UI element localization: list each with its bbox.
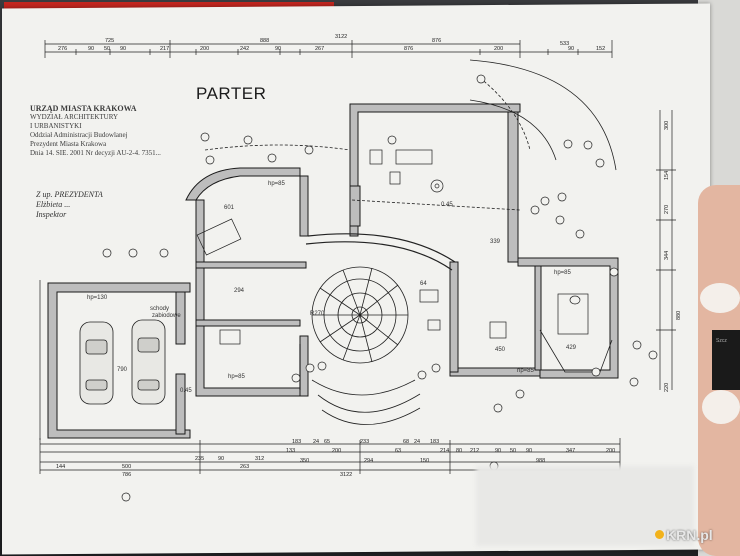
dim-294: 294 [364,458,373,464]
room-label: hp=85 [517,368,535,374]
dim-276: 276 [58,46,67,52]
plan-title: PARTER [196,84,267,103]
dim-242: 242 [240,46,249,52]
watermark-text: KRN.pl [666,527,713,543]
dim-90a: 90 [88,46,94,52]
approval-stamp: URZĄD MIASTA KRAKOWA WYDZIAŁ ARCHITEKTUR… [30,104,180,158]
dim-263: 263 [240,464,249,470]
dim-90e: 90 [218,456,224,462]
room-label: R270 [310,311,325,317]
dim-24b: 24 [414,439,420,445]
dim-233: 233 [360,439,369,445]
watermark-logo: KRN.pl [655,527,713,543]
dim-90f: 90 [495,448,501,454]
dim-725: 725 [105,38,114,44]
dim-150: 150 [420,458,429,464]
fingernail [700,283,740,313]
dim-68: 68 [403,439,409,445]
stamp-line: Oddział Administracji Budowlanej [30,131,128,139]
stamp-line: Prezydent Miasta Krakowa [30,140,107,148]
dim-220: 220 [664,383,670,392]
dim-880: 880 [676,311,682,320]
fingernail [702,390,740,424]
dim-90g: 90 [526,448,532,454]
dim-200c: 200 [332,448,341,454]
dim-300: 300 [664,121,670,130]
dim-533: 533 [560,41,569,47]
dim-350: 350 [300,458,309,464]
dim-200d: 200 [606,448,615,454]
room-label: 294 [234,288,245,294]
dim-3122-bottom: 3122 [340,472,352,478]
dim-183b: 183 [430,439,439,445]
room-label: 0.45 [180,388,192,394]
dim-50: 50 [104,46,110,52]
dim-344: 344 [664,251,670,260]
dim-90d: 90 [568,46,574,52]
room-label: hp=85 [268,181,286,187]
dim-152: 152 [596,46,605,52]
dim-217: 217 [160,46,169,52]
dim-24a: 24 [313,439,319,445]
dim-312: 312 [255,456,264,462]
dim-235: 235 [195,456,204,462]
dim-876b: 876 [404,46,413,52]
room-labels: hp=85 hp=130 hp=85 hp=85 hp=85 601 294 790 450 33… [87,181,577,394]
dim-200b: 200 [494,46,503,52]
stamp-line: Dnia 14. SIE. 2001 Nr decyzji AU-2-4. 73… [30,149,161,157]
room-label: 450 [495,347,506,353]
dim-214: 214 [440,448,449,454]
dim-270: 270 [664,205,670,214]
room-label: 790 [117,367,128,373]
dim-200a: 200 [200,46,209,52]
signature-block: Z up. PREZYDENTA Elżbieta ... Inspektor [36,190,146,220]
room-label: 64 [420,281,427,287]
dim-80: 80 [456,448,462,454]
room-label: 339 [490,239,501,245]
stamp-line: I URBANISTYKI [30,122,82,130]
dim-988: 988 [536,458,545,464]
stamp-line: WYDZIAŁ ARCHITEKTURY [30,113,119,121]
room-label: 601 [224,205,235,211]
dim-500: 500 [122,464,131,470]
dim-3122-top: 3122 [335,34,347,40]
room-label: 0.45 [441,202,453,208]
dim-90b: 90 [120,46,126,52]
dim-183a: 183 [292,439,301,445]
room-label: hp=130 [87,295,108,301]
room-label: zabiodowe [152,313,181,319]
signature-line: Elżbieta ... [36,200,71,209]
room-label: hp=85 [228,374,246,380]
dim-144: 144 [56,464,65,470]
dim-90c: 90 [275,46,281,52]
logo-dot-icon [655,530,664,539]
dim-786: 786 [122,472,131,478]
room-label: schody [150,306,169,312]
side-card: Szcz [712,330,740,390]
dim-267: 267 [315,46,324,52]
dim-65: 65 [324,439,330,445]
signature-line: Inspektor [36,210,67,219]
dim-347: 347 [566,448,575,454]
dim-888: 888 [260,38,269,44]
dim-154: 154 [664,171,670,180]
dim-63: 63 [395,448,401,454]
dim-212: 212 [470,448,479,454]
room-label: 429 [566,345,577,351]
stamp-line: URZĄD MIASTA KRAKOWA [30,104,137,113]
dim-133: 133 [286,448,295,454]
room-label: hp=85 [554,270,572,276]
signature-line: Z up. PREZYDENTA [36,190,103,199]
dim-50b: 50 [510,448,516,454]
dim-876: 876 [432,38,441,44]
